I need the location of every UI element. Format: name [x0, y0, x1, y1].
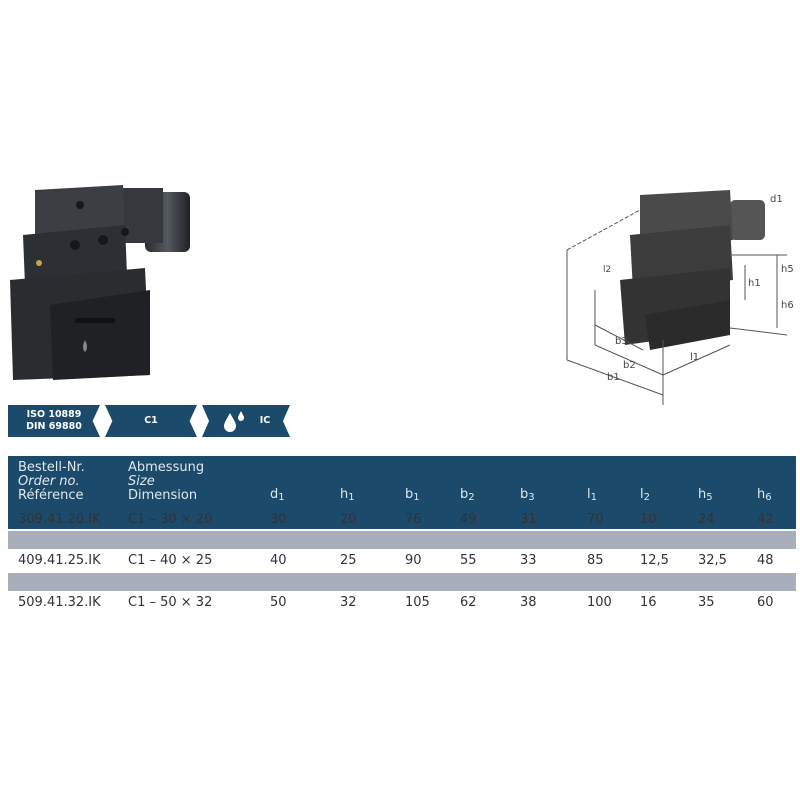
standard-iso: ISO 10889 — [26, 409, 82, 420]
coolant-label: IC — [259, 415, 271, 426]
standard-din: DIN 69880 — [26, 421, 82, 432]
label-d1: d1 — [770, 194, 783, 205]
cell-size: C1 – 50 × 32 — [128, 595, 213, 610]
header-order-en: Order no. — [18, 474, 80, 489]
dim-sub: 3 — [528, 492, 535, 503]
header-size-de: Abmessung — [128, 460, 205, 475]
label-b2: b2 — [623, 360, 636, 371]
dim-sub: 1 — [413, 492, 420, 503]
cell-value: 76 — [405, 512, 422, 527]
header-l1: l1 — [587, 488, 597, 505]
header-b3: b3 — [520, 488, 535, 505]
cell-value: 32,5 — [698, 553, 727, 568]
header-size: Abmessung Size Dimension — [128, 461, 204, 503]
label-h5: h5 — [781, 264, 794, 275]
cell-value: 48 — [757, 553, 774, 568]
cell-value: 100 — [587, 595, 612, 610]
dim-base: b — [460, 487, 469, 502]
cell-value: 24 — [698, 512, 715, 527]
cell-value: 25 — [340, 553, 357, 568]
header-size-en: Size — [128, 474, 155, 489]
cell-value: 32 — [340, 595, 357, 610]
header-h5: h5 — [698, 488, 713, 505]
label-l2: l2 — [603, 265, 611, 275]
table-header — [8, 456, 796, 529]
cell-value: 35 — [698, 595, 715, 610]
label-b1: b1 — [607, 372, 620, 383]
header-b1: b1 — [405, 488, 420, 505]
header-order-de: Bestell-Nr. — [18, 460, 85, 475]
cell-value: 10 — [640, 512, 657, 527]
cell-value: 20 — [340, 512, 357, 527]
cell-value: 30 — [270, 512, 287, 527]
cell-size: C1 – 40 × 25 — [128, 553, 213, 568]
label-l1: l1 — [690, 352, 699, 363]
cell-value: 55 — [460, 553, 477, 568]
label-h1: h1 — [748, 278, 761, 289]
cell-value: 38 — [520, 595, 537, 610]
dim-base: l — [640, 487, 644, 502]
label-h6: h6 — [781, 300, 794, 311]
dim-base: h — [340, 487, 349, 502]
header-h6: h6 — [757, 488, 772, 505]
header-h1: h1 — [340, 488, 355, 505]
cell-value: 70 — [587, 512, 604, 527]
cell-value: 12,5 — [640, 553, 669, 568]
row-separator — [8, 573, 796, 591]
cell-value: 31 — [520, 512, 537, 527]
dim-base: l — [587, 487, 591, 502]
cell-value: 85 — [587, 553, 604, 568]
dim-base: b — [405, 487, 414, 502]
dim-sub: 1 — [348, 492, 355, 503]
cell-order-no: 309.41.20.IK — [18, 512, 101, 527]
dim-sub: 5 — [706, 492, 713, 503]
dim-base: h — [757, 487, 766, 502]
cell-value: 40 — [270, 553, 287, 568]
cell-value: 60 — [757, 595, 774, 610]
cell-value: 62 — [460, 595, 477, 610]
dim-sub: 1 — [590, 492, 597, 503]
cell-value: 105 — [405, 595, 430, 610]
form-badge: C1 — [105, 405, 197, 437]
dim-sub: 1 — [278, 492, 285, 503]
coolant-badge: IC — [202, 405, 290, 437]
label-b3: b3 — [615, 336, 628, 347]
header-d1: d1 — [270, 488, 285, 505]
cell-value: 33 — [520, 553, 537, 568]
row-separator — [8, 531, 796, 549]
cell-order-no: 409.41.25.IK — [18, 553, 101, 568]
cell-value: 90 — [405, 553, 422, 568]
cell-value: 16 — [640, 595, 657, 610]
dim-base: b — [520, 487, 529, 502]
cell-size: C1 – 30 × 20 — [128, 512, 213, 527]
dim-base: d — [270, 487, 279, 502]
dim-base: h — [698, 487, 707, 502]
header-l2: l2 — [640, 488, 650, 505]
dim-sub: 6 — [765, 492, 772, 503]
coolant-drops-icon — [223, 411, 244, 432]
cell-value: 49 — [460, 512, 477, 527]
product-photo — [10, 185, 190, 380]
header-order: Bestell-Nr. Order no. Référence — [18, 461, 85, 503]
header-b2: b2 — [460, 488, 475, 505]
form-label: C1 — [144, 415, 158, 426]
cell-order-no: 509.41.32.IK — [18, 595, 101, 610]
dimension-drawing: d1 h5 h1 h6 l2 b3 b2 b1 l1 — [566, 190, 794, 405]
dim-sub: 2 — [468, 492, 475, 503]
header-size-fr: Dimension — [128, 488, 198, 503]
dim-sub: 2 — [643, 492, 650, 503]
cell-value: 50 — [270, 595, 287, 610]
cell-value: 42 — [757, 512, 774, 527]
header-order-fr: Référence — [18, 488, 84, 503]
